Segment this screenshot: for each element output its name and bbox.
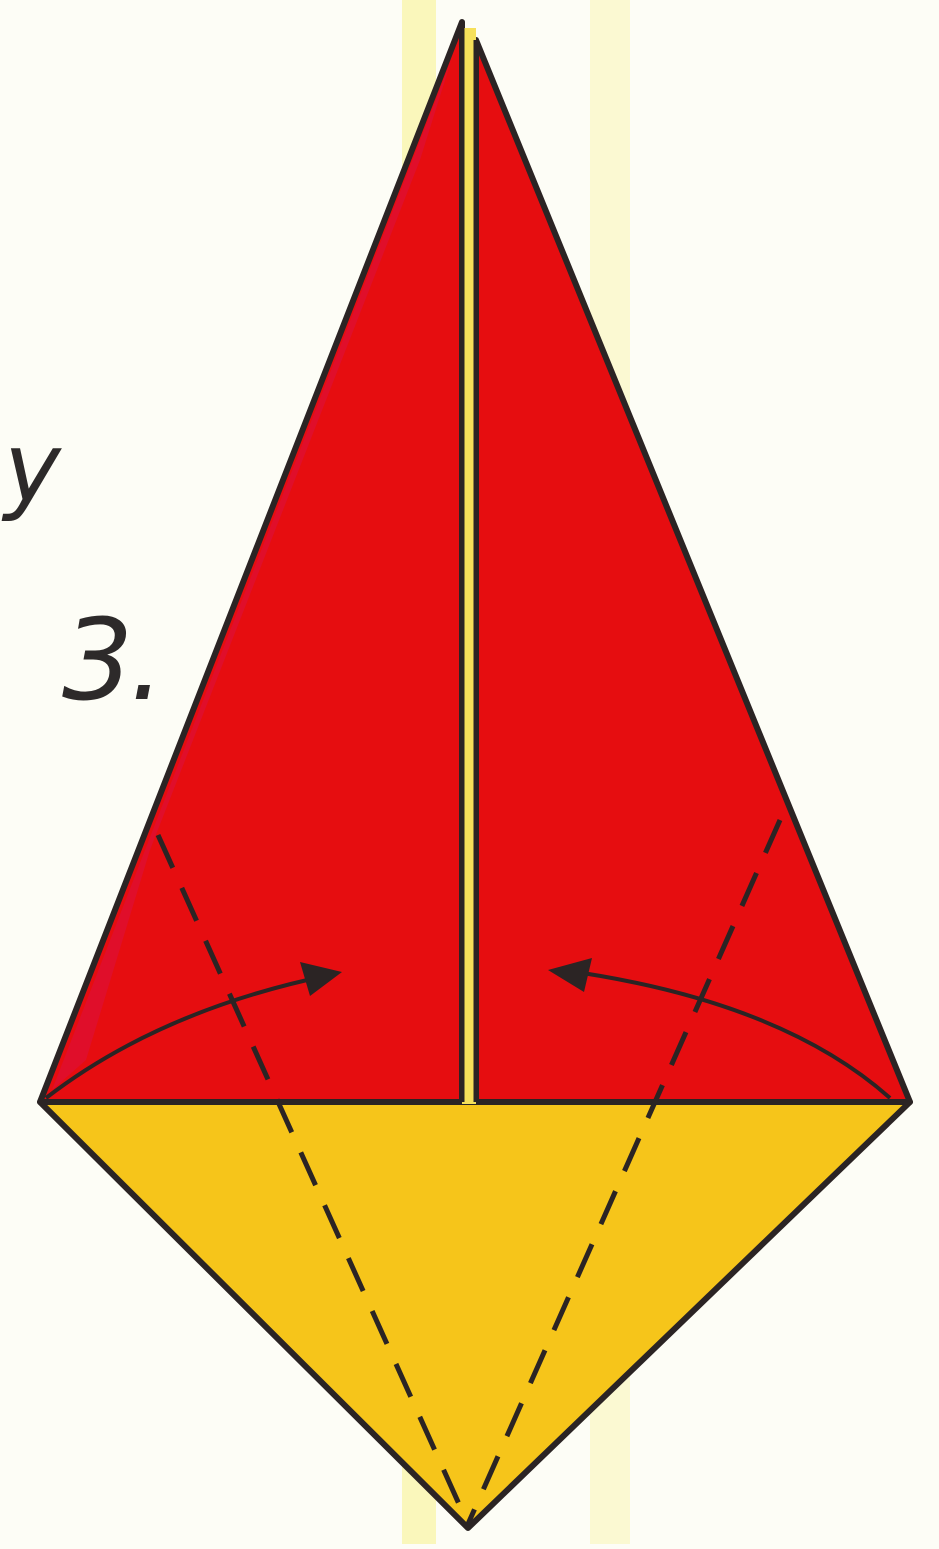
center-slit	[462, 28, 476, 1104]
fold-arrow-left-icon	[44, 962, 342, 1100]
right-red-flap	[473, 37, 913, 1105]
left-red-flap	[37, 19, 465, 1105]
text-fragment: y	[4, 412, 61, 524]
step-number: 3.	[62, 596, 165, 726]
left-flap-sheen	[52, 58, 452, 1090]
fold-line-right	[465, 818, 783, 1526]
fold-arrow-right-icon	[548, 958, 892, 1100]
fold-line-left	[155, 833, 471, 1526]
lower-yellow-panel	[37, 1099, 913, 1531]
